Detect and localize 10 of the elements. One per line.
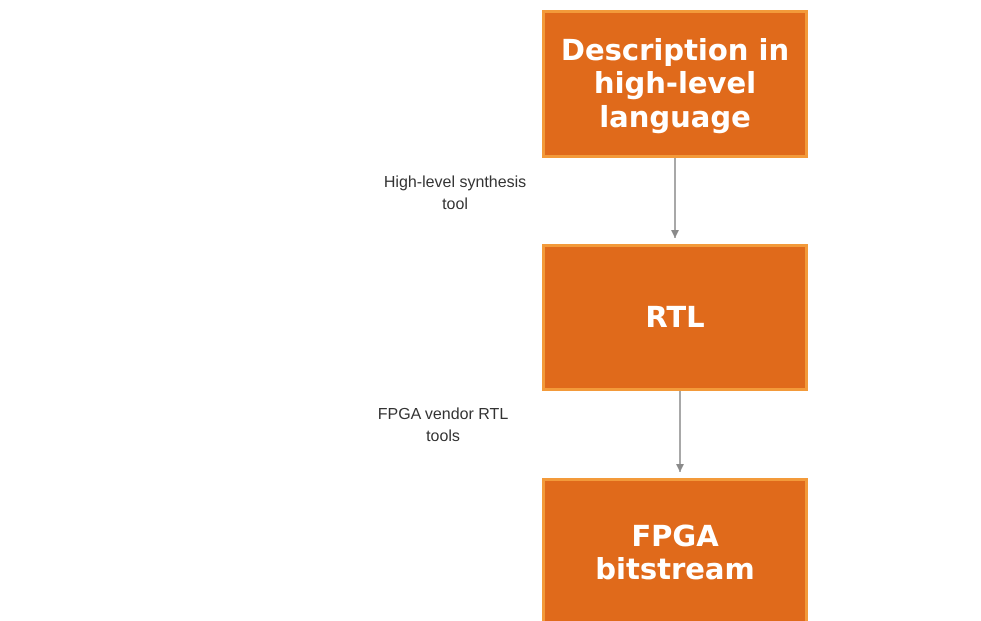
arrow xyxy=(676,391,684,472)
box-label: Description in high-level language xyxy=(560,34,790,134)
box-label: RTL xyxy=(644,300,706,334)
note-text: High-level synthesis tool xyxy=(382,173,528,216)
process-box xyxy=(542,244,808,391)
box-label: FPGA bitstream xyxy=(594,520,756,586)
process-box xyxy=(542,10,808,158)
arrow xyxy=(671,158,679,238)
process-box xyxy=(542,478,808,621)
note-text: FPGA vendor RTL tools xyxy=(376,405,510,448)
